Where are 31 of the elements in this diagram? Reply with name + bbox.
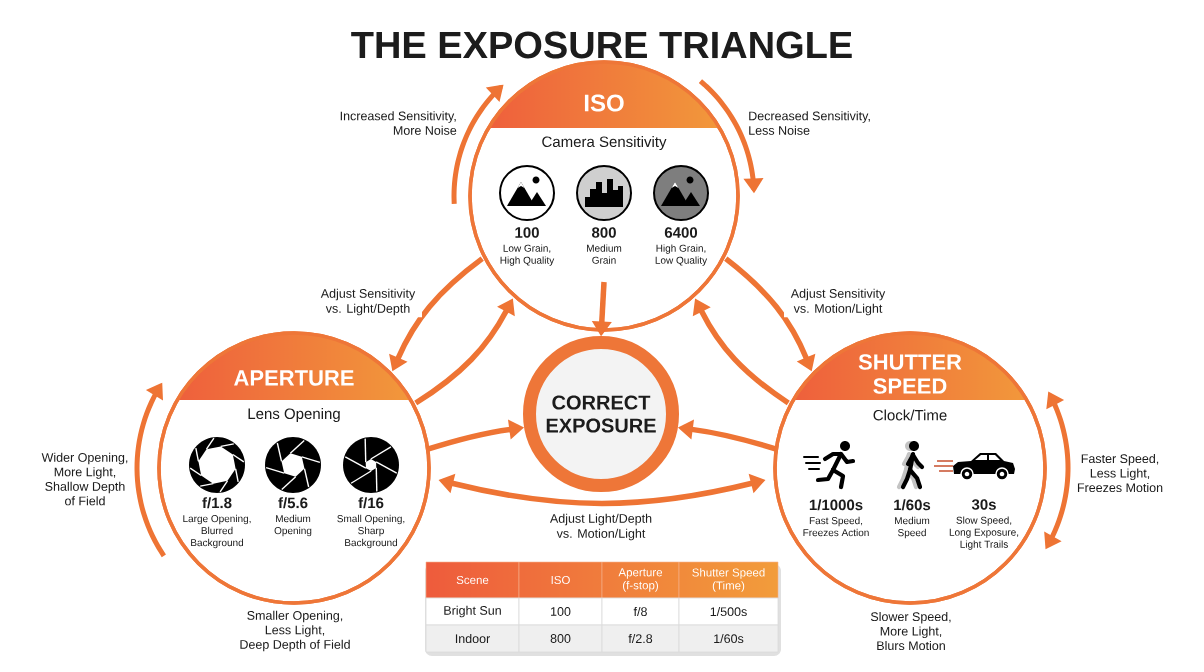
table-cell: 1/500s — [678, 597, 779, 626]
table-cell: Bright Sun — [425, 597, 520, 626]
value-caption: 1/1000s Fast Speed, Freezes Action — [803, 499, 869, 537]
value-caption: f/16 Small Opening, Sharp Background — [337, 497, 405, 549]
table-cell: f/8 — [601, 597, 680, 626]
value-caption: 30s Slow Speed, Long Exposure, Light Trails — [949, 499, 1019, 550]
table-cell: 100 — [518, 597, 603, 626]
table-cell: 1/60s — [678, 624, 779, 653]
edge-label: Adjust Sensitivity vs. Motion/Light — [784, 286, 892, 318]
effect-note: Increased Sensitivity, More Noise — [340, 111, 457, 135]
effect-note: Faster Speed, Less Light, Freezes Motion — [1077, 453, 1163, 493]
title: THE EXPOSURE TRIANGLE — [351, 31, 852, 59]
edge-label: Adjust Sensitivity vs. Light/Depth — [314, 286, 422, 318]
edge-label: Adjust Light/Depth vs. Motion/Light — [543, 511, 659, 543]
column-header: ISO — [518, 561, 603, 599]
value-caption: 100 Low Grain, High Quality — [500, 227, 555, 266]
table-cell: Indoor — [425, 624, 520, 653]
effect-note: Slower Speed, More Light, Blurs Motion — [870, 611, 951, 651]
column-header: Scene — [425, 561, 520, 599]
value-caption: f/5.6 Medium Opening — [274, 497, 312, 537]
table-cell: f/2.8 — [601, 624, 680, 653]
column-header: Aperture (f-stop) — [601, 561, 680, 599]
column-header: Shutter Speed (Time) — [678, 561, 779, 599]
effect-note: Decreased Sensitivity, Less Noise — [749, 111, 870, 135]
value-caption: f/1.8 Large Opening, Blurred Background — [183, 497, 251, 549]
effect-note: Wider Opening, More Light, Shallow Depth of Field — [41, 452, 128, 506]
value-caption: 1/60s Medium Speed — [894, 499, 931, 539]
value-caption: 6400 High Grain, Low Quality — [655, 227, 708, 266]
table-cell: 800 — [518, 624, 603, 653]
effect-note: Smaller Opening, Less Light, Deep Depth of Field — [240, 610, 350, 652]
value-caption: 800 Medium Grain — [587, 227, 622, 264]
